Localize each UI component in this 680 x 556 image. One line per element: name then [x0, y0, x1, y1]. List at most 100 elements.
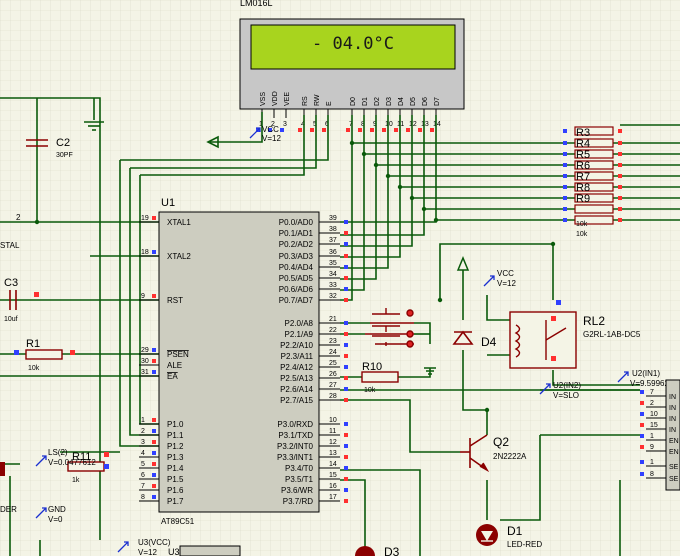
mcu-pin-marker	[344, 354, 348, 358]
rnet-ref: R5	[576, 149, 590, 161]
mcu-pin-marker	[152, 473, 156, 477]
wire-vss	[210, 112, 263, 143]
u2-pin-number: 2	[650, 400, 654, 407]
lcd-pin-name: RS	[302, 96, 309, 106]
r10-value: 10k	[364, 387, 376, 394]
mcu-right-pins: 39P0.0/AD038P0.1/AD137P0.2/AD236P0.3/AD3…	[277, 215, 348, 506]
mcu-pin-marker	[344, 242, 348, 246]
r10-ref: R10	[362, 361, 382, 373]
lcd-module[interactable]: LM016L - 04.0°C VSS1VDD2VEE3RS4RW5E6D07D…	[239, 0, 465, 132]
mcu-pin-marker	[344, 332, 348, 336]
mcu-right-pin-number: 33	[329, 282, 337, 289]
resistor-r10[interactable]	[361, 371, 399, 383]
mcu-right-pin-number: 35	[329, 260, 337, 267]
rnet-resistor	[574, 160, 614, 170]
rnet-pin	[618, 174, 622, 178]
rnet-pin	[563, 207, 567, 211]
mcu-right-pin-name: P3.3/INT1	[277, 453, 314, 462]
wire-rw	[130, 115, 317, 169]
wire-d3	[340, 115, 389, 269]
mcu-pin-marker	[344, 265, 348, 269]
rnet-pin	[618, 196, 622, 200]
mcu-right-pin-name: P2.1/A9	[285, 330, 314, 339]
gnd-probe-label: GND	[48, 505, 66, 514]
u2-pin-name: SE	[669, 476, 679, 483]
rnet-ref: R9	[576, 193, 590, 205]
rnet-ref: R8	[576, 182, 590, 194]
c2-value: 30PF	[56, 152, 73, 159]
mcu-pin-marker	[344, 376, 348, 380]
mcu-pin-marker	[344, 398, 348, 402]
rnet-pin	[618, 185, 622, 189]
u2-pin-name: EN	[669, 449, 679, 456]
ls-value: V=0.0477612	[48, 458, 96, 467]
mcu-left-pin-number: 19	[141, 215, 149, 222]
capacitor-c3[interactable]	[9, 290, 17, 310]
lcd-screen	[250, 24, 456, 70]
mcu-right-pin-number: 22	[329, 327, 337, 334]
mcu-pin-marker	[344, 488, 348, 492]
u2-pin-name: IN	[669, 416, 676, 423]
lcd-pin-name: D3	[386, 97, 393, 106]
mcu-left-pin-name: P1.4	[167, 464, 184, 473]
wire-relay-top	[439, 243, 554, 300]
u2-pin-number: 9	[650, 444, 654, 451]
mcu-right-pin-name: P0.2/AD2	[279, 240, 314, 249]
wire-d4-q2	[462, 350, 487, 411]
lcd-pin-marker	[418, 128, 422, 132]
capacitor-c2[interactable]	[26, 139, 48, 147]
led-d1[interactable]	[476, 524, 498, 546]
lcd-pin-marker	[322, 128, 326, 132]
c3-ref: C3	[4, 277, 18, 289]
mcu-ref: U1	[161, 197, 175, 209]
vcc-probe-top-icon	[249, 127, 261, 139]
lcd-pin-name: D2	[374, 97, 381, 106]
mcu-pin-marker	[152, 451, 156, 455]
mcu-right-pin-number: 10	[329, 417, 337, 424]
rnet-ref: R3	[576, 127, 590, 139]
mcu-pin-marker	[344, 422, 348, 426]
led-d3[interactable]	[355, 546, 375, 556]
resistor-r1[interactable]	[25, 349, 63, 360]
mcu-left-pin-name: P1.3	[167, 453, 184, 462]
transistor-q2[interactable]	[460, 434, 490, 473]
rl2-ref: RL2	[583, 314, 605, 328]
lcd-pin-name: D1	[362, 97, 369, 106]
wire-p3	[340, 399, 460, 453]
u2-pin-marker	[640, 460, 644, 464]
mcu-pin-marker	[344, 254, 348, 258]
r1-ref: R1	[26, 338, 40, 350]
mcu-right-pin-number: 26	[329, 371, 337, 378]
rl2-part: G2RL-1AB-DC5	[583, 330, 641, 339]
mcu-right-pin-name: P3.4/T0	[285, 464, 314, 473]
u2-pin-number: 10	[650, 411, 658, 418]
lcd-pin-marker	[370, 128, 374, 132]
rnet-pin	[618, 141, 622, 145]
mcu-pin-marker	[344, 387, 348, 391]
mcu-pin-marker	[152, 440, 156, 444]
lcd-pin-number: 12	[409, 121, 417, 128]
r11-pin-b	[104, 464, 109, 469]
u2-in1-value: V=9.59962	[630, 379, 669, 388]
pushbutton-switches[interactable]	[365, 308, 414, 348]
mcu-right-pin-name: P2.5/A13	[280, 374, 313, 383]
lcd-pin-marker	[382, 128, 386, 132]
mcu-right-pin-name: P0.3/AD3	[279, 252, 314, 261]
c3-value: 10uf	[4, 316, 18, 323]
lcd-part-label: LM016L	[240, 0, 273, 8]
mcu-left-pin-name: ALE	[167, 361, 182, 370]
mcu-left-pin-number: 9	[141, 293, 145, 300]
mcu-right-pin-name: P3.1/TXD	[278, 431, 313, 440]
rnet-pin	[618, 152, 622, 156]
relay-rl2[interactable]	[509, 300, 577, 369]
d1-ref: D1	[507, 524, 523, 538]
diode-d4[interactable]	[452, 330, 474, 345]
mcu-left-pin-number: 4	[141, 450, 145, 457]
rnet-pin	[563, 152, 567, 156]
u2-pin-marker	[640, 390, 644, 394]
